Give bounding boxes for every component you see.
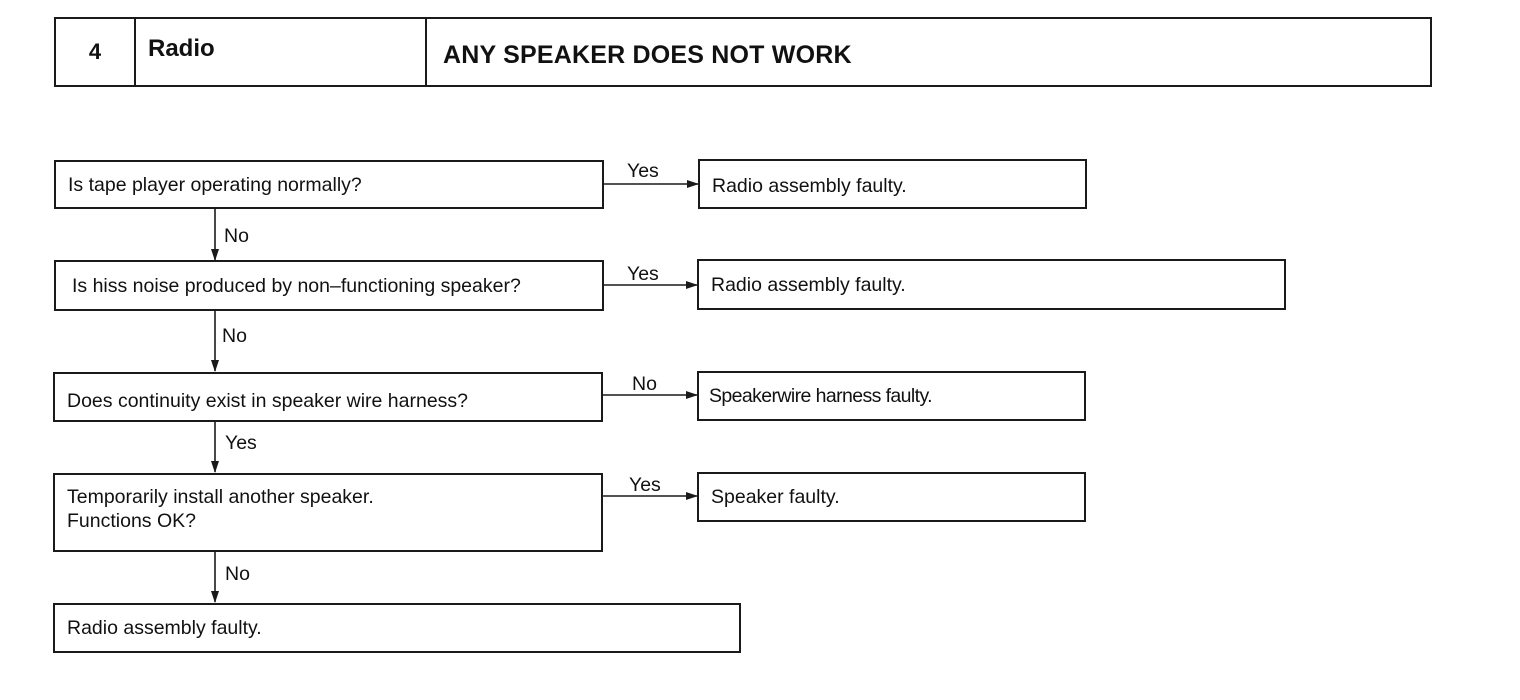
question-box-2: Is hiss noise produced by non–functionin… [54, 260, 604, 311]
result-box-2: Radio assembly faulty. [697, 259, 1286, 310]
result-box-3: Speakerwire harness faulty. [697, 371, 1086, 421]
branch-label-3: No [632, 373, 657, 395]
result-box-1: Radio assembly faulty. [698, 159, 1087, 209]
next-label-3: Yes [225, 432, 257, 454]
branch-label-1: Yes [627, 160, 659, 182]
header-table: 4 Radio ANY SPEAKER DOES NOT WORK [54, 17, 1432, 87]
section-number: 4 [56, 19, 136, 85]
question-box-3: Does continuity exist in speaker wire ha… [53, 372, 603, 422]
question-box-4: Temporarily install another speaker. Fun… [53, 473, 603, 552]
final-result-box: Radio assembly faulty. [53, 603, 741, 653]
result-box-4: Speaker faulty. [697, 472, 1086, 522]
branch-label-2: Yes [627, 263, 659, 285]
next-label-2: No [222, 325, 247, 347]
next-label-1: No [224, 225, 249, 247]
system-name: Radio [136, 19, 427, 85]
branch-label-4: Yes [629, 474, 661, 496]
question-box-1: Is tape player operating normally? [54, 160, 604, 209]
symptom-title: ANY SPEAKER DOES NOT WORK [443, 40, 852, 69]
next-label-4: No [225, 563, 250, 585]
